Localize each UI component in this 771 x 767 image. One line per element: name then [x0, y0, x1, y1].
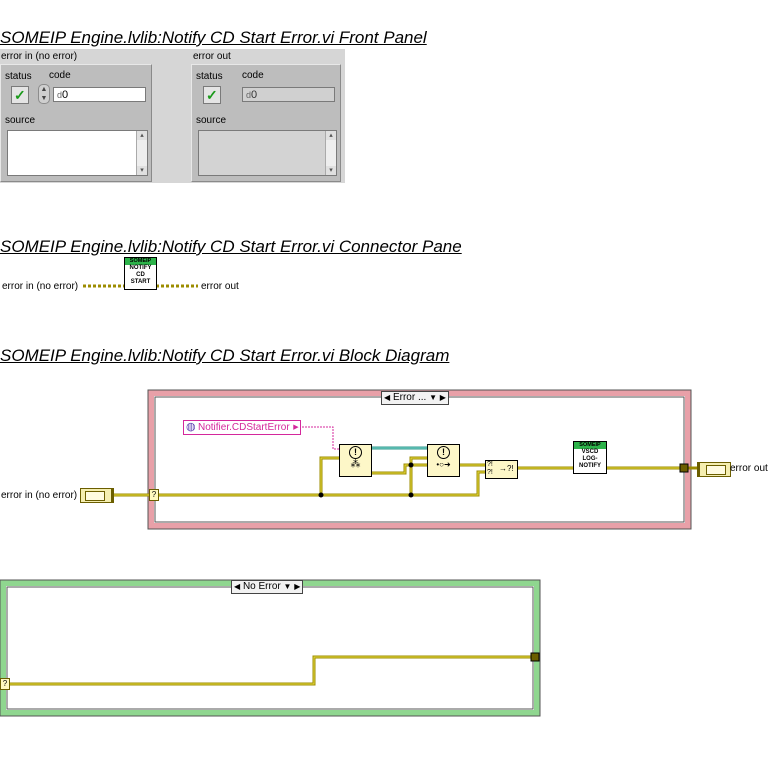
- connector-icon-header: SOMEIP: [125, 258, 156, 265]
- radix-indicator: d: [57, 90, 63, 100]
- notifier-constant[interactable]: ◍ Notifier.CDStartError ▶: [183, 420, 301, 435]
- bd-error-in-label: error in (no error): [1, 490, 78, 501]
- wait-icon: ⁂: [350, 459, 361, 470]
- error-in-cluster: status code ✓ ▲ ▼ d0 source ▴ ▾: [0, 64, 152, 182]
- check-icon: ✓: [206, 87, 218, 103]
- error-out-source-label: source: [196, 115, 227, 126]
- notifier-dropdown-icon[interactable]: ▶: [293, 424, 299, 431]
- connector-icon-line: START: [130, 279, 151, 285]
- check-icon: ✓: [14, 87, 26, 103]
- scroll-up-icon[interactable]: ▴: [326, 131, 336, 140]
- case-prev-icon[interactable]: ◀: [384, 393, 391, 402]
- error-in-code-spinner[interactable]: ▲ ▼: [38, 84, 50, 104]
- block-diagram-title: SOMEIP Engine.lvlib:Notify CD Start Erro…: [0, 346, 450, 365]
- connector-icon-line: CD: [136, 272, 145, 278]
- log-vi-header: SOMEIP: [574, 442, 606, 449]
- scroll-down-icon[interactable]: ▾: [326, 166, 336, 175]
- front-panel: error in (no error) status code ✓ ▲ ▼ d0…: [0, 49, 345, 183]
- error-out-code-label: code: [242, 70, 264, 81]
- spin-down-icon[interactable]: ▼: [40, 95, 48, 102]
- error-out-terminal[interactable]: [697, 462, 731, 477]
- send-notification-node[interactable]: ! •○➜: [427, 444, 460, 477]
- error-wire-wait-out: [370, 463, 428, 475]
- error-in-source-label: source: [5, 115, 36, 126]
- log-vi-line: VSCD: [581, 449, 599, 455]
- error-case-error-wires: [111, 456, 698, 497]
- exclamation-icon: !: [437, 446, 450, 459]
- bd-error-out-label: error out: [730, 463, 768, 474]
- no-error-case-output-tunnel[interactable]: [530, 652, 540, 662]
- no-error-case-input-tunnel[interactable]: ?: [0, 678, 10, 690]
- front-panel-title: SOMEIP Engine.lvlib:Notify CD Start Erro…: [0, 28, 427, 47]
- no-error-case-label: No Error: [242, 581, 281, 592]
- source-scrollbar[interactable]: ▴ ▾: [325, 131, 336, 175]
- wire-junction: [318, 492, 324, 498]
- error-in-code-field[interactable]: d0: [53, 87, 146, 102]
- merge-input-glyph: ?!: [487, 461, 493, 468]
- error-in-label: error in (no error): [1, 51, 78, 62]
- connector-vi-icon[interactable]: SOMEIP NOTIFY CD START: [124, 257, 157, 290]
- no-error-case-inner-outline: [6, 586, 534, 710]
- case-next-icon[interactable]: ▶: [294, 582, 301, 591]
- dropdown-icon[interactable]: ▼: [283, 582, 292, 591]
- error-in-source-field[interactable]: ▴ ▾: [7, 130, 148, 176]
- exclamation-icon: !: [349, 446, 362, 459]
- case-prev-icon[interactable]: ◀: [234, 582, 241, 591]
- error-in-status-checkbox[interactable]: ✓: [11, 86, 29, 104]
- error-out-source-field: ▴ ▾: [198, 130, 337, 176]
- radix-indicator: d: [246, 90, 252, 100]
- notifier-constant-wire: [302, 426, 340, 450]
- error-in-code-label: code: [49, 70, 71, 81]
- scroll-down-icon[interactable]: ▾: [137, 166, 147, 175]
- globe-icon: ◍: [186, 421, 196, 433]
- source-scrollbar[interactable]: ▴ ▾: [136, 131, 147, 175]
- merge-input-glyph: ?!: [487, 469, 493, 476]
- error-case-label: Error ...: [392, 392, 427, 403]
- log-vi-line: NOTIFY: [579, 463, 601, 469]
- connector-input-label: error in (no error): [2, 281, 79, 292]
- merge-output-glyph: →?!: [499, 464, 514, 473]
- case-next-icon[interactable]: ▶: [439, 393, 446, 402]
- error-in-terminal[interactable]: [80, 488, 114, 503]
- error-out-code-value: 0: [251, 89, 258, 101]
- error-in-code-value: 0: [62, 89, 69, 101]
- error-case-selector[interactable]: ◀ Error ... ▼ ▶: [381, 391, 449, 405]
- error-out-label: error out: [193, 51, 231, 62]
- no-error-case-outline: [0, 579, 541, 717]
- no-error-case-frame[interactable]: [0, 580, 540, 716]
- error-case-output-tunnel[interactable]: [679, 463, 689, 473]
- error-case-input-tunnel[interactable]: ?: [149, 489, 159, 501]
- connector-pane-title: SOMEIP Engine.lvlib:Notify CD Start Erro…: [0, 237, 462, 256]
- scroll-up-icon[interactable]: ▴: [137, 131, 147, 140]
- error-out-status-indicator: ✓: [203, 86, 221, 104]
- log-vi-line: LOG-: [582, 456, 598, 462]
- notifier-constant-label: Notifier.CDStartError: [198, 422, 290, 433]
- no-error-case-selector[interactable]: ◀ No Error ▼ ▶: [231, 580, 304, 594]
- spin-up-icon[interactable]: ▲: [40, 86, 48, 93]
- vscd-log-notify-subvi[interactable]: SOMEIP VSCD LOG- NOTIFY: [573, 441, 607, 474]
- dropdown-icon[interactable]: ▼: [429, 393, 437, 402]
- wire-junction: [408, 462, 414, 468]
- connector-output-label: error out: [201, 281, 239, 292]
- wait-on-notification-node[interactable]: ! ⁂: [339, 444, 372, 477]
- connector-icon-line: NOTIFY: [129, 265, 152, 271]
- send-icon: •○➜: [436, 460, 451, 469]
- merge-errors-node[interactable]: ?! ?! →?!: [485, 460, 518, 479]
- error-case-outline: [147, 389, 692, 530]
- error-wire-to-wait: [157, 456, 340, 497]
- no-error-case-wire: [7, 655, 532, 686]
- wire-junction: [408, 492, 414, 498]
- error-out-cluster: status code ✓ d0 source ▴ ▾: [191, 64, 341, 182]
- error-in-status-label: status: [5, 71, 32, 82]
- error-out-status-label: status: [196, 71, 223, 82]
- error-case-error-wire-highlights: [111, 457, 683, 496]
- error-out-code-field: d0: [242, 87, 335, 102]
